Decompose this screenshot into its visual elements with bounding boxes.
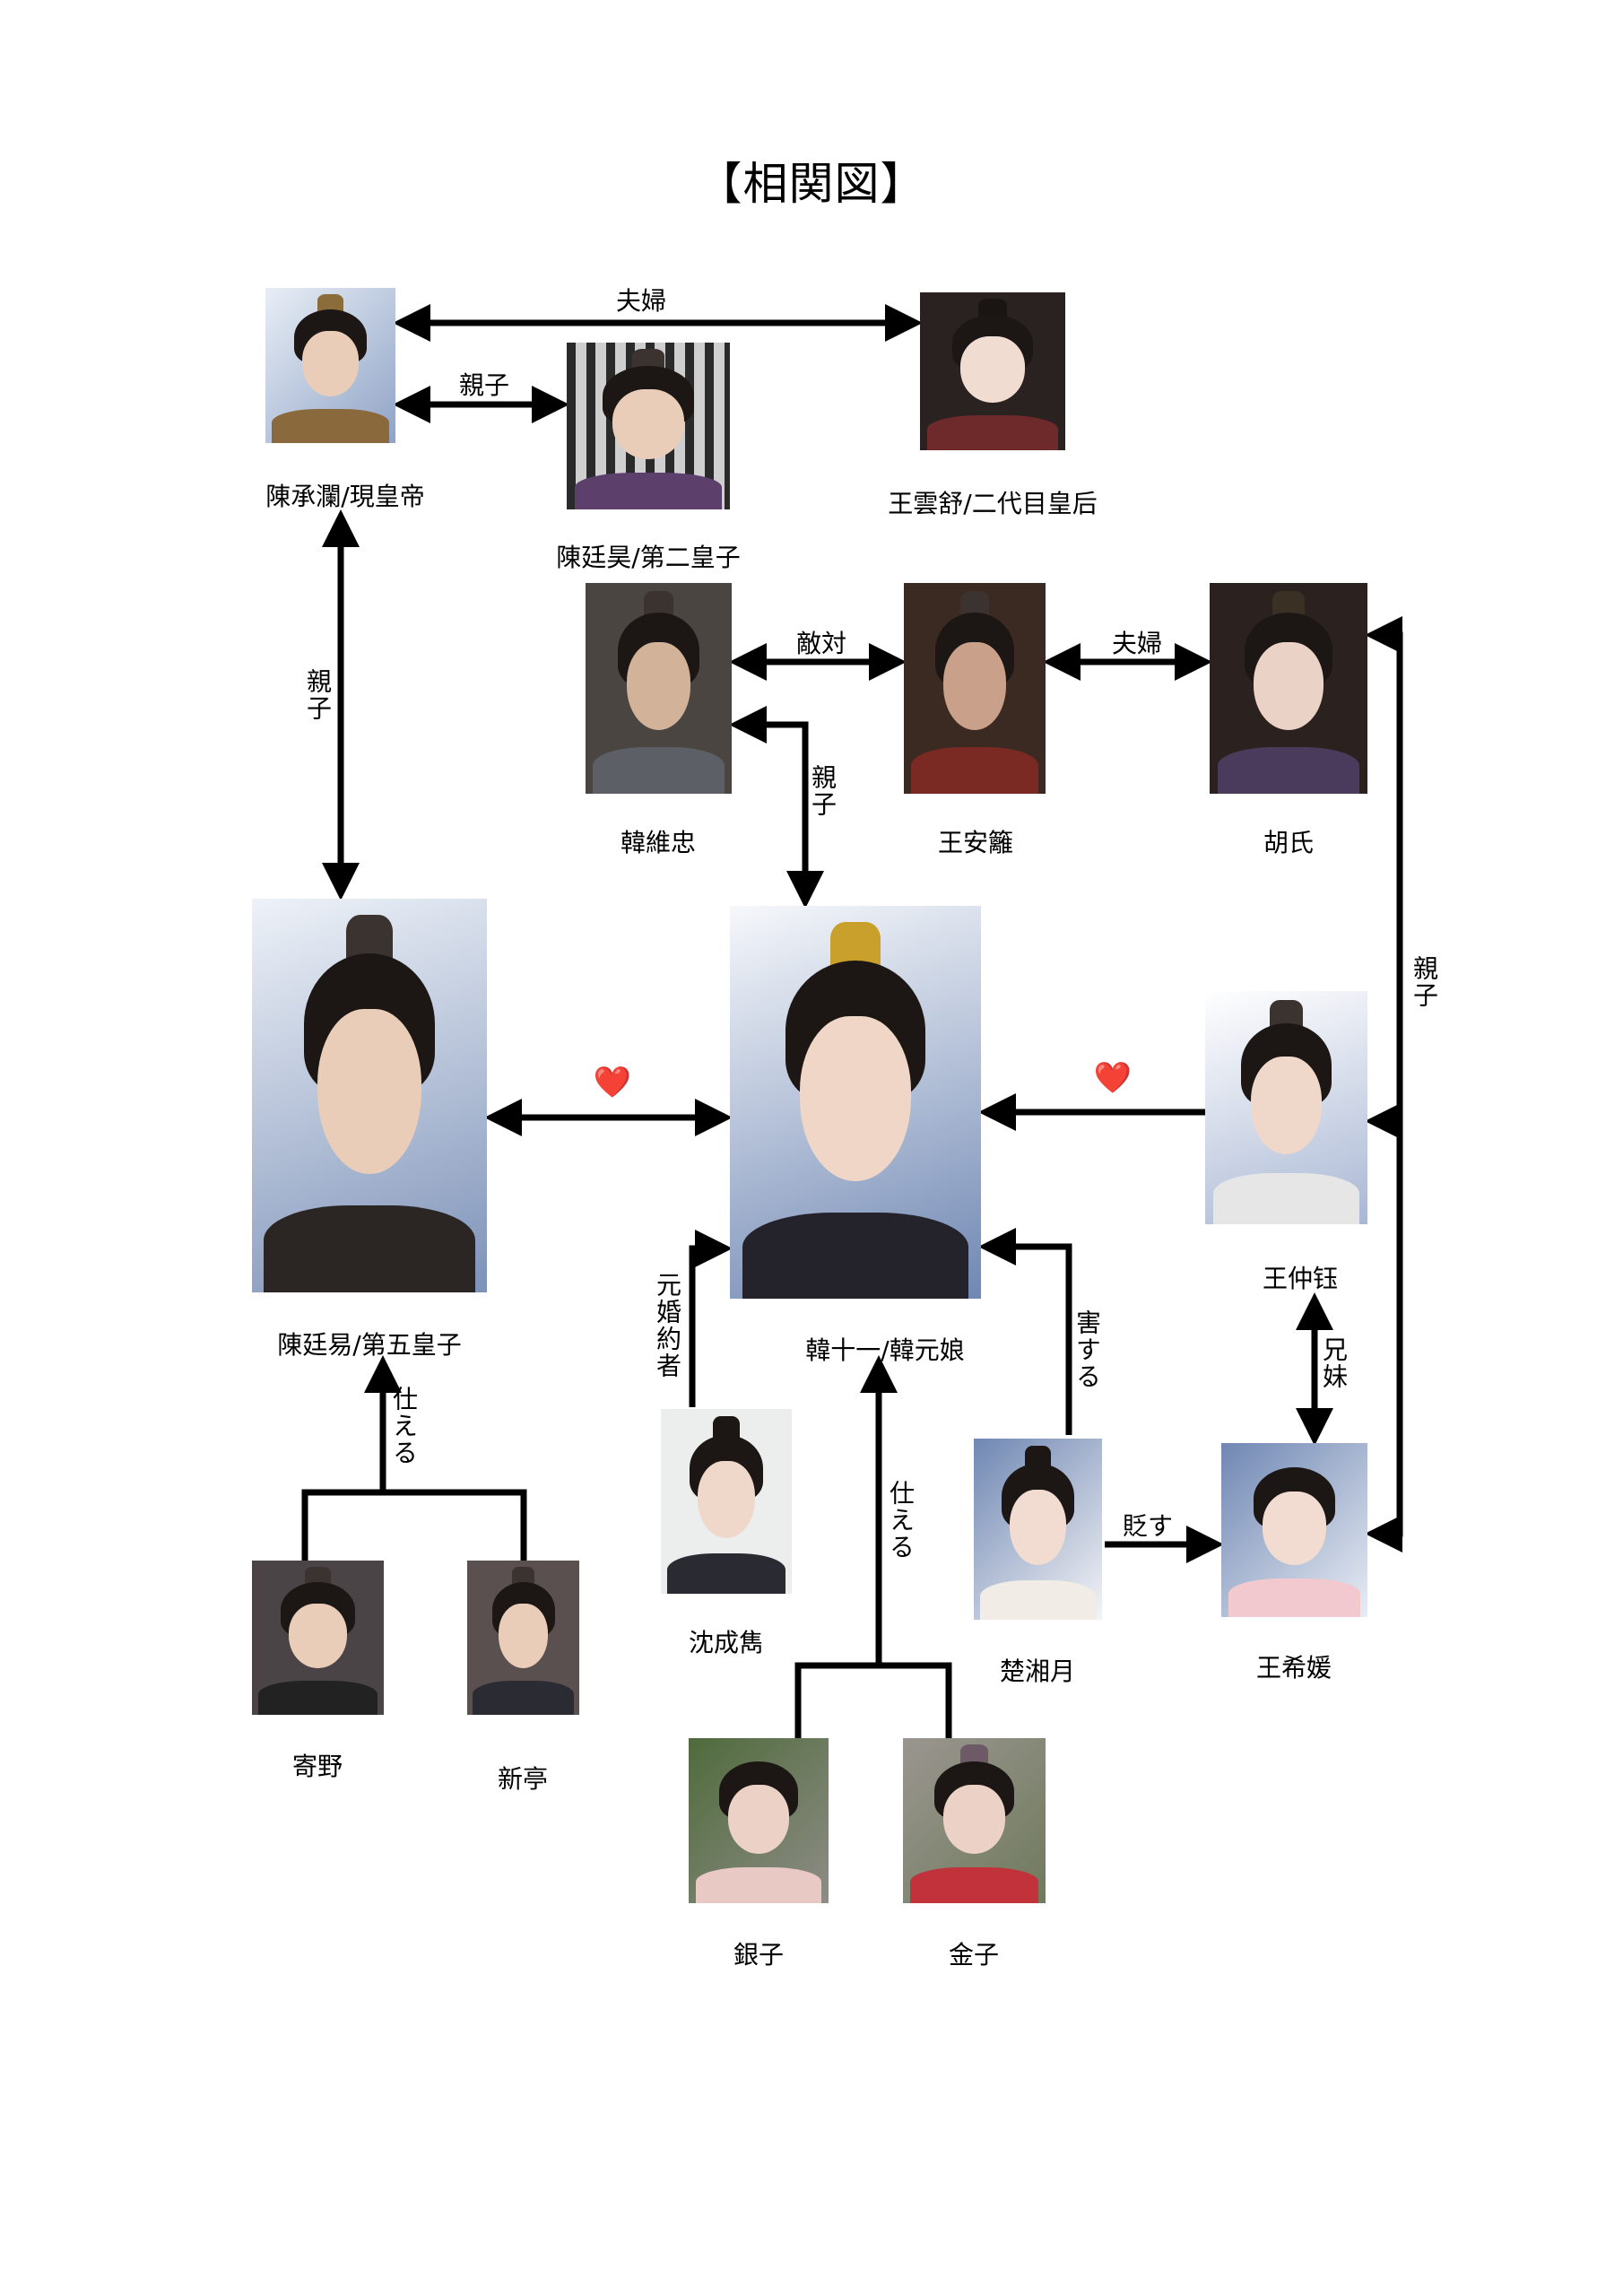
name-wang-xiyuan: 王希媛 xyxy=(1255,1653,1332,1683)
label-siblings: 兄妹 xyxy=(1319,1336,1349,1390)
name-wang-anli: 王安籬 xyxy=(937,828,1014,857)
photo-ji-ye xyxy=(252,1561,384,1715)
photo-hu-shi xyxy=(1210,583,1367,794)
photo-wang-zhongyu xyxy=(1205,991,1367,1224)
label-emperor-empress: 夫婦 xyxy=(615,286,667,316)
name-hu-shi: 胡氏 xyxy=(1263,828,1315,857)
name-chu-xiangyue: 楚湘月 xyxy=(999,1657,1076,1686)
name-chen-chenglan: 陳承瀾/現皇帝 xyxy=(265,482,425,511)
photo-han-shiyi xyxy=(730,906,981,1299)
label-han-parent-child: 親子 xyxy=(808,764,838,818)
photo-xin-ting xyxy=(467,1561,579,1715)
name-jinzi: 金子 xyxy=(948,1940,1000,1970)
photo-wang-anli xyxy=(904,583,1046,794)
heart-icon-fifth-prince: ❤️ xyxy=(593,1065,632,1100)
photo-yinzi xyxy=(689,1738,829,1903)
bracket-servants-fifth xyxy=(301,1489,527,1561)
label-ex-fiance: 元婚約者 xyxy=(653,1272,682,1379)
photo-wang-yunshu xyxy=(920,292,1065,450)
arrow-hu-parent-child xyxy=(1365,616,1403,1552)
photo-wang-xiyuan xyxy=(1221,1443,1367,1617)
diagram-title: 【相関図】 xyxy=(697,158,926,210)
label-hu-parent-child: 親子 xyxy=(1410,955,1439,1009)
photo-chen-tinghao xyxy=(567,343,730,509)
name-wang-yunshu: 王雲舒/二代目皇后 xyxy=(888,489,1098,518)
photo-shen-chengjun xyxy=(661,1409,792,1594)
photo-han-weizhong xyxy=(586,583,732,794)
name-chen-tinghao: 陳廷昊/第二皇子 xyxy=(556,543,741,572)
photo-jinzi xyxy=(903,1738,1046,1903)
label-serve-fifth: 仕える xyxy=(389,1386,419,1466)
arrow-harm xyxy=(978,1228,1072,1435)
label-emperor-second-prince: 親子 xyxy=(458,370,510,400)
name-han-shiyi: 韓十一/韓元娘 xyxy=(805,1335,965,1365)
name-yinzi: 銀子 xyxy=(733,1940,785,1970)
photo-chen-chenglan xyxy=(265,288,395,443)
arrow-ex-fiance xyxy=(689,1230,733,1407)
label-emperor-fifth-prince: 親子 xyxy=(303,668,333,722)
name-han-weizhong: 韓維忠 xyxy=(620,828,697,857)
heart-icon-zhongyu: ❤️ xyxy=(1093,1060,1133,1096)
arrow-han-parent-child xyxy=(729,706,824,909)
name-wang-zhongyu: 王仲钰 xyxy=(1262,1264,1339,1293)
label-han-wang-enemy: 敵対 xyxy=(795,629,847,658)
photo-chu-xiangyue xyxy=(974,1439,1102,1620)
label-belittle: 貶す xyxy=(1122,1511,1174,1541)
label-serve-han: 仕える xyxy=(886,1480,916,1561)
name-ji-ye: 寄野 xyxy=(291,1752,343,1781)
label-harm: 害する xyxy=(1072,1309,1102,1390)
name-chen-tingyi: 陳廷易/第五皇子 xyxy=(277,1330,462,1360)
name-xin-ting: 新亭 xyxy=(497,1764,549,1794)
label-wang-hu-couple: 夫婦 xyxy=(1111,629,1163,658)
photo-chen-tingyi xyxy=(252,899,487,1292)
bracket-servants-han xyxy=(794,1662,952,1738)
name-shen-chengjun: 沈成雋 xyxy=(688,1628,765,1657)
